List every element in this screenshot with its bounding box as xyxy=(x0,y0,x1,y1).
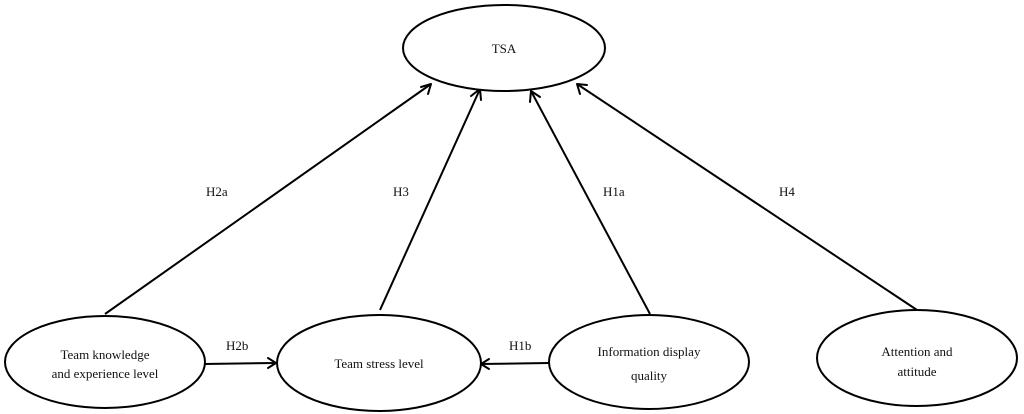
node-info-display-label-line2: quality xyxy=(631,368,668,383)
node-info-display: Information display quality xyxy=(548,314,750,410)
node-tsa-label: TSA xyxy=(492,41,517,56)
node-tsa: TSA xyxy=(402,4,606,92)
edge-label-h2a: H2a xyxy=(206,184,228,199)
node-team-knowledge-label-line2: and experience level xyxy=(52,366,159,381)
edge-label-h4: H4 xyxy=(779,184,795,199)
edge-h3-line xyxy=(379,88,481,311)
node-tsa-ellipse xyxy=(402,4,606,92)
node-team-knowledge-ellipse xyxy=(4,315,206,409)
node-team-stress-ellipse xyxy=(276,314,482,412)
edge-labels: H2a H3 H1a H4 H2b H1b xyxy=(206,184,795,353)
node-team-knowledge-label-line1: Team knowledge xyxy=(61,347,150,362)
edge-h1b-line xyxy=(480,362,550,365)
node-team-stress: Team stress level xyxy=(276,314,482,412)
edge-h2a-line xyxy=(104,83,432,315)
edge-h1a-arrowhead xyxy=(529,90,541,103)
node-attention-label-line1: Attention and xyxy=(881,344,953,359)
node-info-display-ellipse xyxy=(548,314,750,410)
node-team-knowledge: Team knowledge and experience level xyxy=(4,315,206,409)
edge-h4-line xyxy=(576,83,918,311)
node-attention: Attention and attitude xyxy=(816,309,1018,407)
edge-h1a-line xyxy=(530,90,651,315)
edge-h2a-arrowhead xyxy=(420,83,432,95)
edge-label-h1b: H1b xyxy=(509,338,531,353)
edge-label-h2b: H2b xyxy=(226,338,248,353)
edges xyxy=(104,83,918,370)
edge-label-h1a: H1a xyxy=(603,184,625,199)
edge-label-h3: H3 xyxy=(393,184,409,199)
node-attention-ellipse xyxy=(816,309,1018,407)
node-attention-label-line2: attitude xyxy=(898,364,937,379)
node-team-stress-label: Team stress level xyxy=(334,356,424,371)
edge-h4-arrowhead xyxy=(576,83,588,95)
edge-h2b-line xyxy=(203,362,277,365)
node-info-display-label-line1: Information display xyxy=(598,344,701,359)
